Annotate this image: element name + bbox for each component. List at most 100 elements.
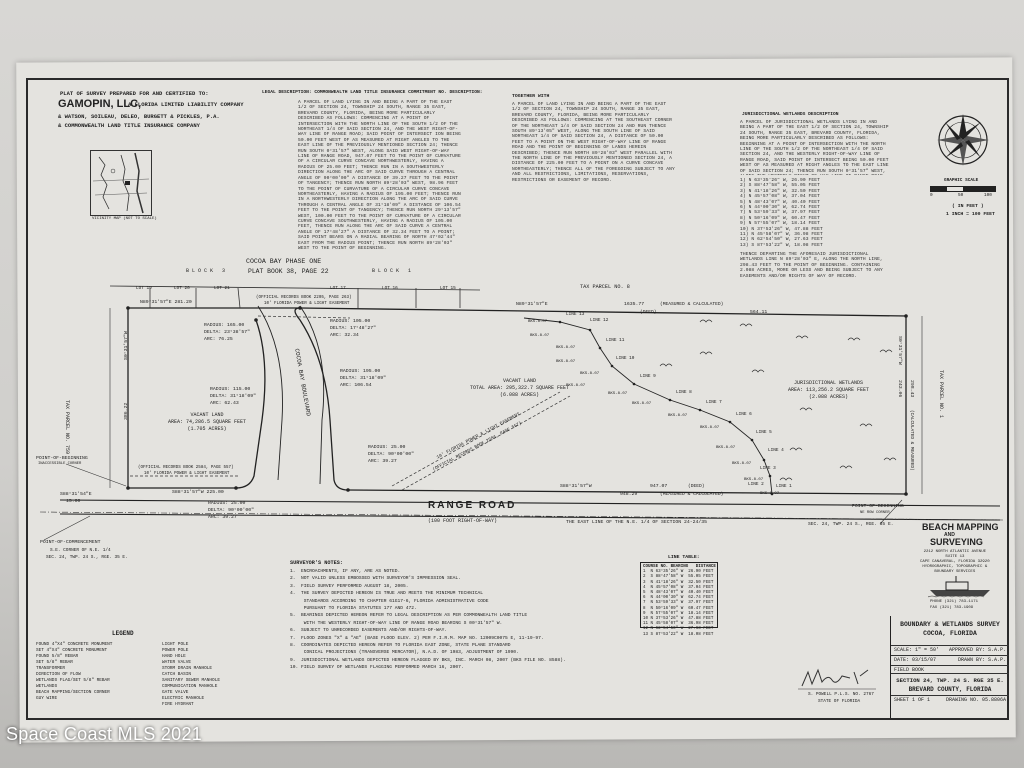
survey-boat-icon (927, 576, 990, 598)
poc-label: POINT-OF-COMMENCEMENT (40, 540, 101, 545)
wetland-line-label: LINE 2 (748, 482, 764, 487)
vicinity-map-caption: VICINITY MAP (NOT TO SCALE) (92, 217, 157, 221)
wetlands-line (523, 317, 773, 495)
wetland-flag-label: BKS-8-07 (716, 446, 736, 450)
pob-leader (65, 463, 127, 487)
record-book-north: (OFFICIAL RECORDS BOOK 2205, PAGE 263) (256, 296, 352, 300)
curve-value: DELTA: 90°00'00" (368, 452, 415, 457)
line-table-row: 9 N 57°55'07" W 18.14 FEET (643, 611, 714, 616)
wetland-flag-label: BKS-8-07 (632, 402, 652, 406)
pob-east-leader (879, 499, 903, 525)
sheet-row: SHEET 1 OF 1 DRAWING NO. 05.8806A (891, 696, 1009, 706)
pob-distance: 15.00 (66, 499, 81, 504)
lot-label-15: LOT 15 (440, 286, 456, 291)
area-line: (1.705 ACRES) (187, 426, 227, 432)
graphic-scale-label: GRAPHIC SCALE (944, 178, 979, 183)
lot-label-17: LOT 17 (330, 286, 346, 291)
legend-item: ELECTRIC MANHOLE (162, 696, 205, 701)
field-book: FIELD BOOK (894, 667, 925, 673)
line-table-row: 1 N 63°35'26" W 26.90 FEET (643, 570, 714, 575)
curve-value: ARC: 39.27 (208, 515, 237, 520)
south-bearing-east: S88°31'57"W (560, 484, 592, 489)
surveyor-note: 7. FLOOD ZONES "X" & "AE" (BASE FLOOD EL… (290, 635, 544, 641)
poc-leader (43, 515, 91, 541)
legend-item: TRANSFORMER (36, 666, 65, 671)
wetland-line-label: LINE 6 (736, 412, 752, 417)
surveyor-signature (798, 666, 878, 692)
curve-value: RADIUS: 105.00 (330, 319, 371, 324)
compass-rose-icon (937, 114, 989, 166)
curve-value: DELTA: 23°38'57" (204, 330, 251, 335)
legend-item: COMMUNICATION MANHOLE (162, 684, 218, 689)
legend-item: LIGHT POLE (162, 642, 189, 647)
wetland-line-label: LINE 1 (776, 484, 792, 489)
line-table-row: 8 N 50°16'09" W 60.47 FEET (643, 606, 714, 611)
company-address-line: CAPE CANAVERAL, FLORIDA 32920 (920, 560, 990, 564)
legend-item: WETLANDS (36, 684, 58, 689)
wetland-line-label: LINE 13 (566, 312, 585, 317)
surveyor-note: PURSUANT TO FLORIDA STATUTES 177 AND 472… (290, 606, 417, 612)
area-line: VACANT LAND (190, 412, 224, 418)
scale-mark-50: 50 (958, 193, 964, 198)
wetland-flag-label: BKS-8-07 (744, 478, 764, 482)
lot-label-21: LOT 21 (214, 286, 230, 291)
section-row: SECTION 24, TWP. 24 S. RGE 35 E. BREVARD… (891, 674, 1009, 696)
north-arrow (935, 112, 991, 168)
wetlands-course: 3) N 41°18'26" W, 32.50 FEET (740, 188, 820, 194)
field-book-row: FIELD BOOK (891, 666, 1009, 674)
line-table-row: 2 S 88°47'58" W 55.05 FEET (643, 575, 714, 580)
company-fax: FAX (321) 783-1909 (930, 606, 974, 610)
wetland-line-label: LINE 3 (760, 466, 776, 471)
wetlands-course: 5) N 48°43'07" W, 40.40 FEET (740, 199, 820, 205)
area-line: VACANT LAND (503, 378, 537, 384)
west-bearing: S0°31'57"W (124, 331, 129, 360)
legend-item: HAND HOLE (162, 654, 186, 659)
curve-value: RADIUS: 25.00 (368, 445, 406, 450)
scale-mark-0: 0 (930, 193, 933, 198)
surveyor-note: 2. NOT VALID UNLESS EMBOSSED WITH SURVEY… (290, 576, 461, 582)
wetland-flag-label: BKS-8-07 (668, 414, 688, 418)
curve-value: ARC: 62.43 (210, 401, 239, 406)
wetland-flag-label: BKS-8-07 (566, 384, 586, 388)
scale-value: SCALE: 1" = 50' (894, 647, 940, 653)
wetland-line-label: LINE 4 (768, 448, 784, 453)
wetland-line-label: LINE 9 (640, 374, 656, 379)
area-line: AREA: 74,286.5 SQUARE FEET (168, 419, 247, 425)
legend-item: POWER POLE (162, 648, 189, 653)
curve-value: DELTA: 31°18'09" (340, 376, 387, 381)
wetlands-course: 2) S 88°47'58" W, 55.05 FEET (740, 183, 820, 189)
north-bearing-west: N89°31'57"E 281.20 (140, 300, 192, 305)
curve-value: ARC: 106.54 (340, 383, 372, 388)
mls-watermark: Space Coast MLS 2021 (6, 724, 203, 744)
poc-sub-1: S.E. CORNER OF N.E. 1/4 (50, 548, 111, 553)
area-line: TOTAL AREA: 295,322.7 SQUARE FEET (470, 385, 570, 391)
curve-value: RADIUS: 115.00 (210, 387, 251, 392)
block-3-label: B L O C K 3 (186, 268, 226, 274)
east-distance-b: 298.43 (909, 380, 914, 398)
wetland-flag-label: BKS-8-07 (732, 462, 752, 466)
graphic-scale-bar (930, 186, 996, 192)
boat-logo-icon (927, 576, 992, 598)
south-deed-value: 947.07 (650, 484, 668, 489)
surveyor-note: 1. ENCROACHMENTS, IF ANY, ARE AS NOTED. (290, 569, 401, 574)
south-bearing-west: S88°31'57"W 225.00 (172, 490, 224, 495)
legend-item: FOUND 4"X4" CONCRETE MONUMENT (36, 642, 113, 647)
surveyor-state: STATE OF FLORIDA (818, 699, 861, 704)
legend-item: FOUND 5/8" REBAR (36, 654, 79, 659)
surveyor-note: STANDARDS ACCORDING TO CHAPTER 61G17-6, … (290, 598, 489, 604)
range-road-label: RANGE ROAD (428, 500, 517, 511)
wetland-flag-label: BKS-8-07 (530, 334, 550, 338)
surveyor-note: CONICAL PROJECTIONS (TRANSVERSE MERCATOR… (290, 650, 519, 656)
legal-description-heading: LEGAL DESCRIPTION: COMMONWEALTH LAND TIT… (262, 90, 483, 95)
vicinity-map-drawing (92, 152, 150, 214)
area-line: (6.088 ACRES) (500, 392, 540, 398)
wetland-flag-label: BKS-8-07 (556, 360, 576, 364)
surveyor-note: 9. JURISDICTIONAL WETLANDS DEPICTED HERE… (290, 657, 566, 663)
